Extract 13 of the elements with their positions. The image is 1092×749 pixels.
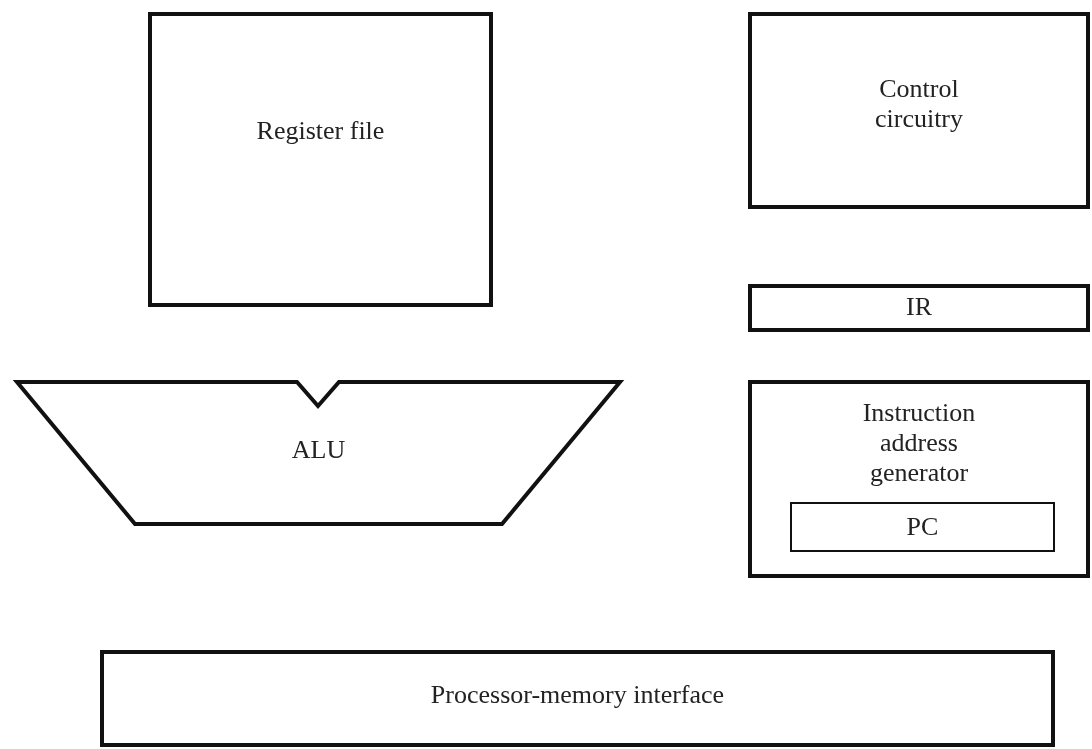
box-label: Processor-memory interface bbox=[430, 680, 725, 710]
box-label: Instruction address generator bbox=[861, 398, 977, 488]
box-label: Register file bbox=[256, 116, 385, 146]
register-box bbox=[748, 284, 1090, 332]
address-generator-box bbox=[748, 380, 1090, 578]
box-label: PC bbox=[906, 512, 939, 542]
box-label: IR bbox=[906, 292, 932, 322]
register-box bbox=[790, 502, 1055, 552]
box-label: Control circuitry bbox=[873, 74, 965, 134]
control-box bbox=[748, 12, 1090, 209]
interface-box bbox=[100, 650, 1055, 747]
box-label: ALU bbox=[291, 435, 346, 465]
register-file-box bbox=[148, 12, 493, 307]
